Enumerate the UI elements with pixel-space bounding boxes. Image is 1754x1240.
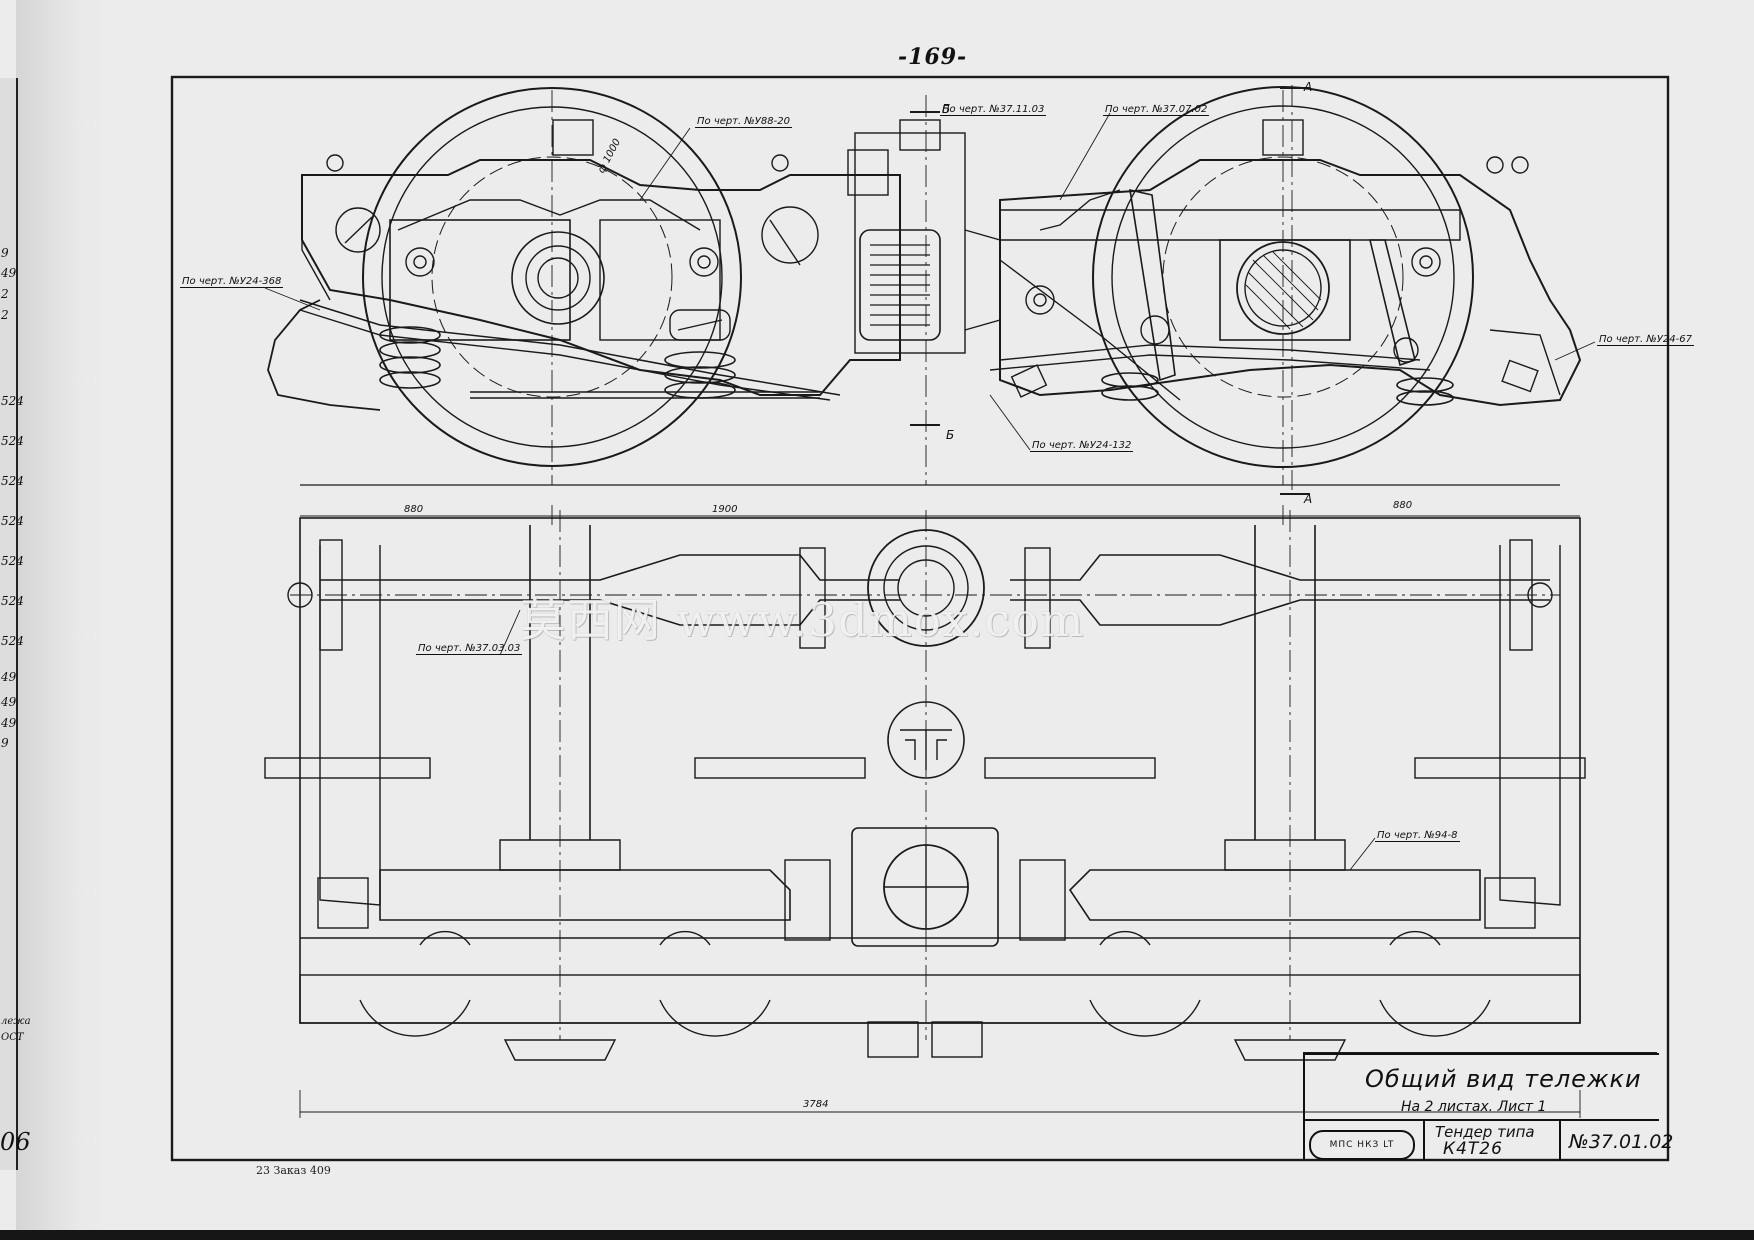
margin-label: 524 <box>1 554 24 568</box>
margin-label: 524 <box>1 434 24 448</box>
margin-label: 9 <box>1 736 9 750</box>
sheet-count: На 2 листах. Лист 1 <box>1401 1099 1547 1115</box>
section-mark: Б <box>946 428 955 442</box>
margin-label: 524 <box>1 514 24 528</box>
drawing-frame <box>170 75 1670 1162</box>
title-block-row: МПС НКЗ LT Тендер типа К4Т26 №37.01.02 <box>1305 1119 1673 1161</box>
margin-label: 2 <box>1 287 9 301</box>
adjacent-page-strip <box>0 78 18 1170</box>
leader-lines <box>264 112 1596 871</box>
divider <box>1559 1121 1561 1161</box>
margin-label: 49 <box>1 266 17 280</box>
title-block: Общий вид тележки На 2 листах. Лист 1 МП… <box>1303 1053 1673 1161</box>
page-number: -169- <box>898 44 968 70</box>
note-drawing-ref: По черт. №У88-20 <box>695 116 792 128</box>
margin-label: 524 <box>1 594 24 608</box>
scan-bottom-edge <box>0 1230 1754 1240</box>
note-drawing-ref: По черт. №37.03.03 <box>416 643 523 655</box>
drawing-title: Общий вид тележки <box>1365 1065 1642 1093</box>
margin-label: 524 <box>1 394 24 408</box>
dimension-label: 3784 <box>803 1099 829 1110</box>
note-drawing-ref: По черт. №94-8 <box>1375 830 1460 842</box>
margin-label: ОСТ <box>1 1032 24 1043</box>
note-drawing-ref: По черт. №37.11.03 <box>940 104 1047 116</box>
dimension-label: 1900 <box>712 504 738 515</box>
journal-box-left <box>552 119 594 156</box>
dimension-label: 880 <box>1393 500 1413 511</box>
divider <box>1423 1121 1425 1161</box>
dimension-label: 880 <box>404 504 424 515</box>
margin-label: 524 <box>1 474 24 488</box>
drawing-number: №37.01.02 <box>1569 1131 1674 1153</box>
margin-label: 49 <box>1 716 17 730</box>
margin-label: 524 <box>1 634 24 648</box>
binding-gutter-shadow <box>16 0 106 1240</box>
margin-big-label: 06 <box>0 1128 31 1156</box>
margin-label: лежа <box>1 1016 31 1027</box>
margin-label: 49 <box>1 695 17 709</box>
tender-type-label: Тендер типа <box>1435 1123 1535 1141</box>
section-mark: Б <box>942 102 951 116</box>
print-order-footer: 23 Заказ 409 <box>256 1164 331 1177</box>
side-elevation <box>267 85 1582 495</box>
tender-model: К4Т26 <box>1443 1139 1503 1159</box>
plan-view <box>264 505 1586 1118</box>
note-drawing-ref: По черт. №37.07.02 <box>1103 104 1210 116</box>
margin-label: 9 <box>1 246 9 260</box>
note-drawing-ref: По черт. №У24-368 <box>180 276 284 288</box>
margin-label: 49 <box>1 670 17 684</box>
watermark-text: 莫西网 www.3dmox.com <box>520 593 1085 647</box>
note-drawing-ref: По черт. №У24-67 <box>1597 334 1694 346</box>
organization-logo: МПС НКЗ LT <box>1309 1130 1415 1160</box>
note-drawing-ref: По черт. №У24-132 <box>1030 440 1134 452</box>
section-mark: А <box>1304 492 1313 506</box>
section-mark: А <box>1304 80 1313 94</box>
margin-label: 2 <box>1 308 9 322</box>
